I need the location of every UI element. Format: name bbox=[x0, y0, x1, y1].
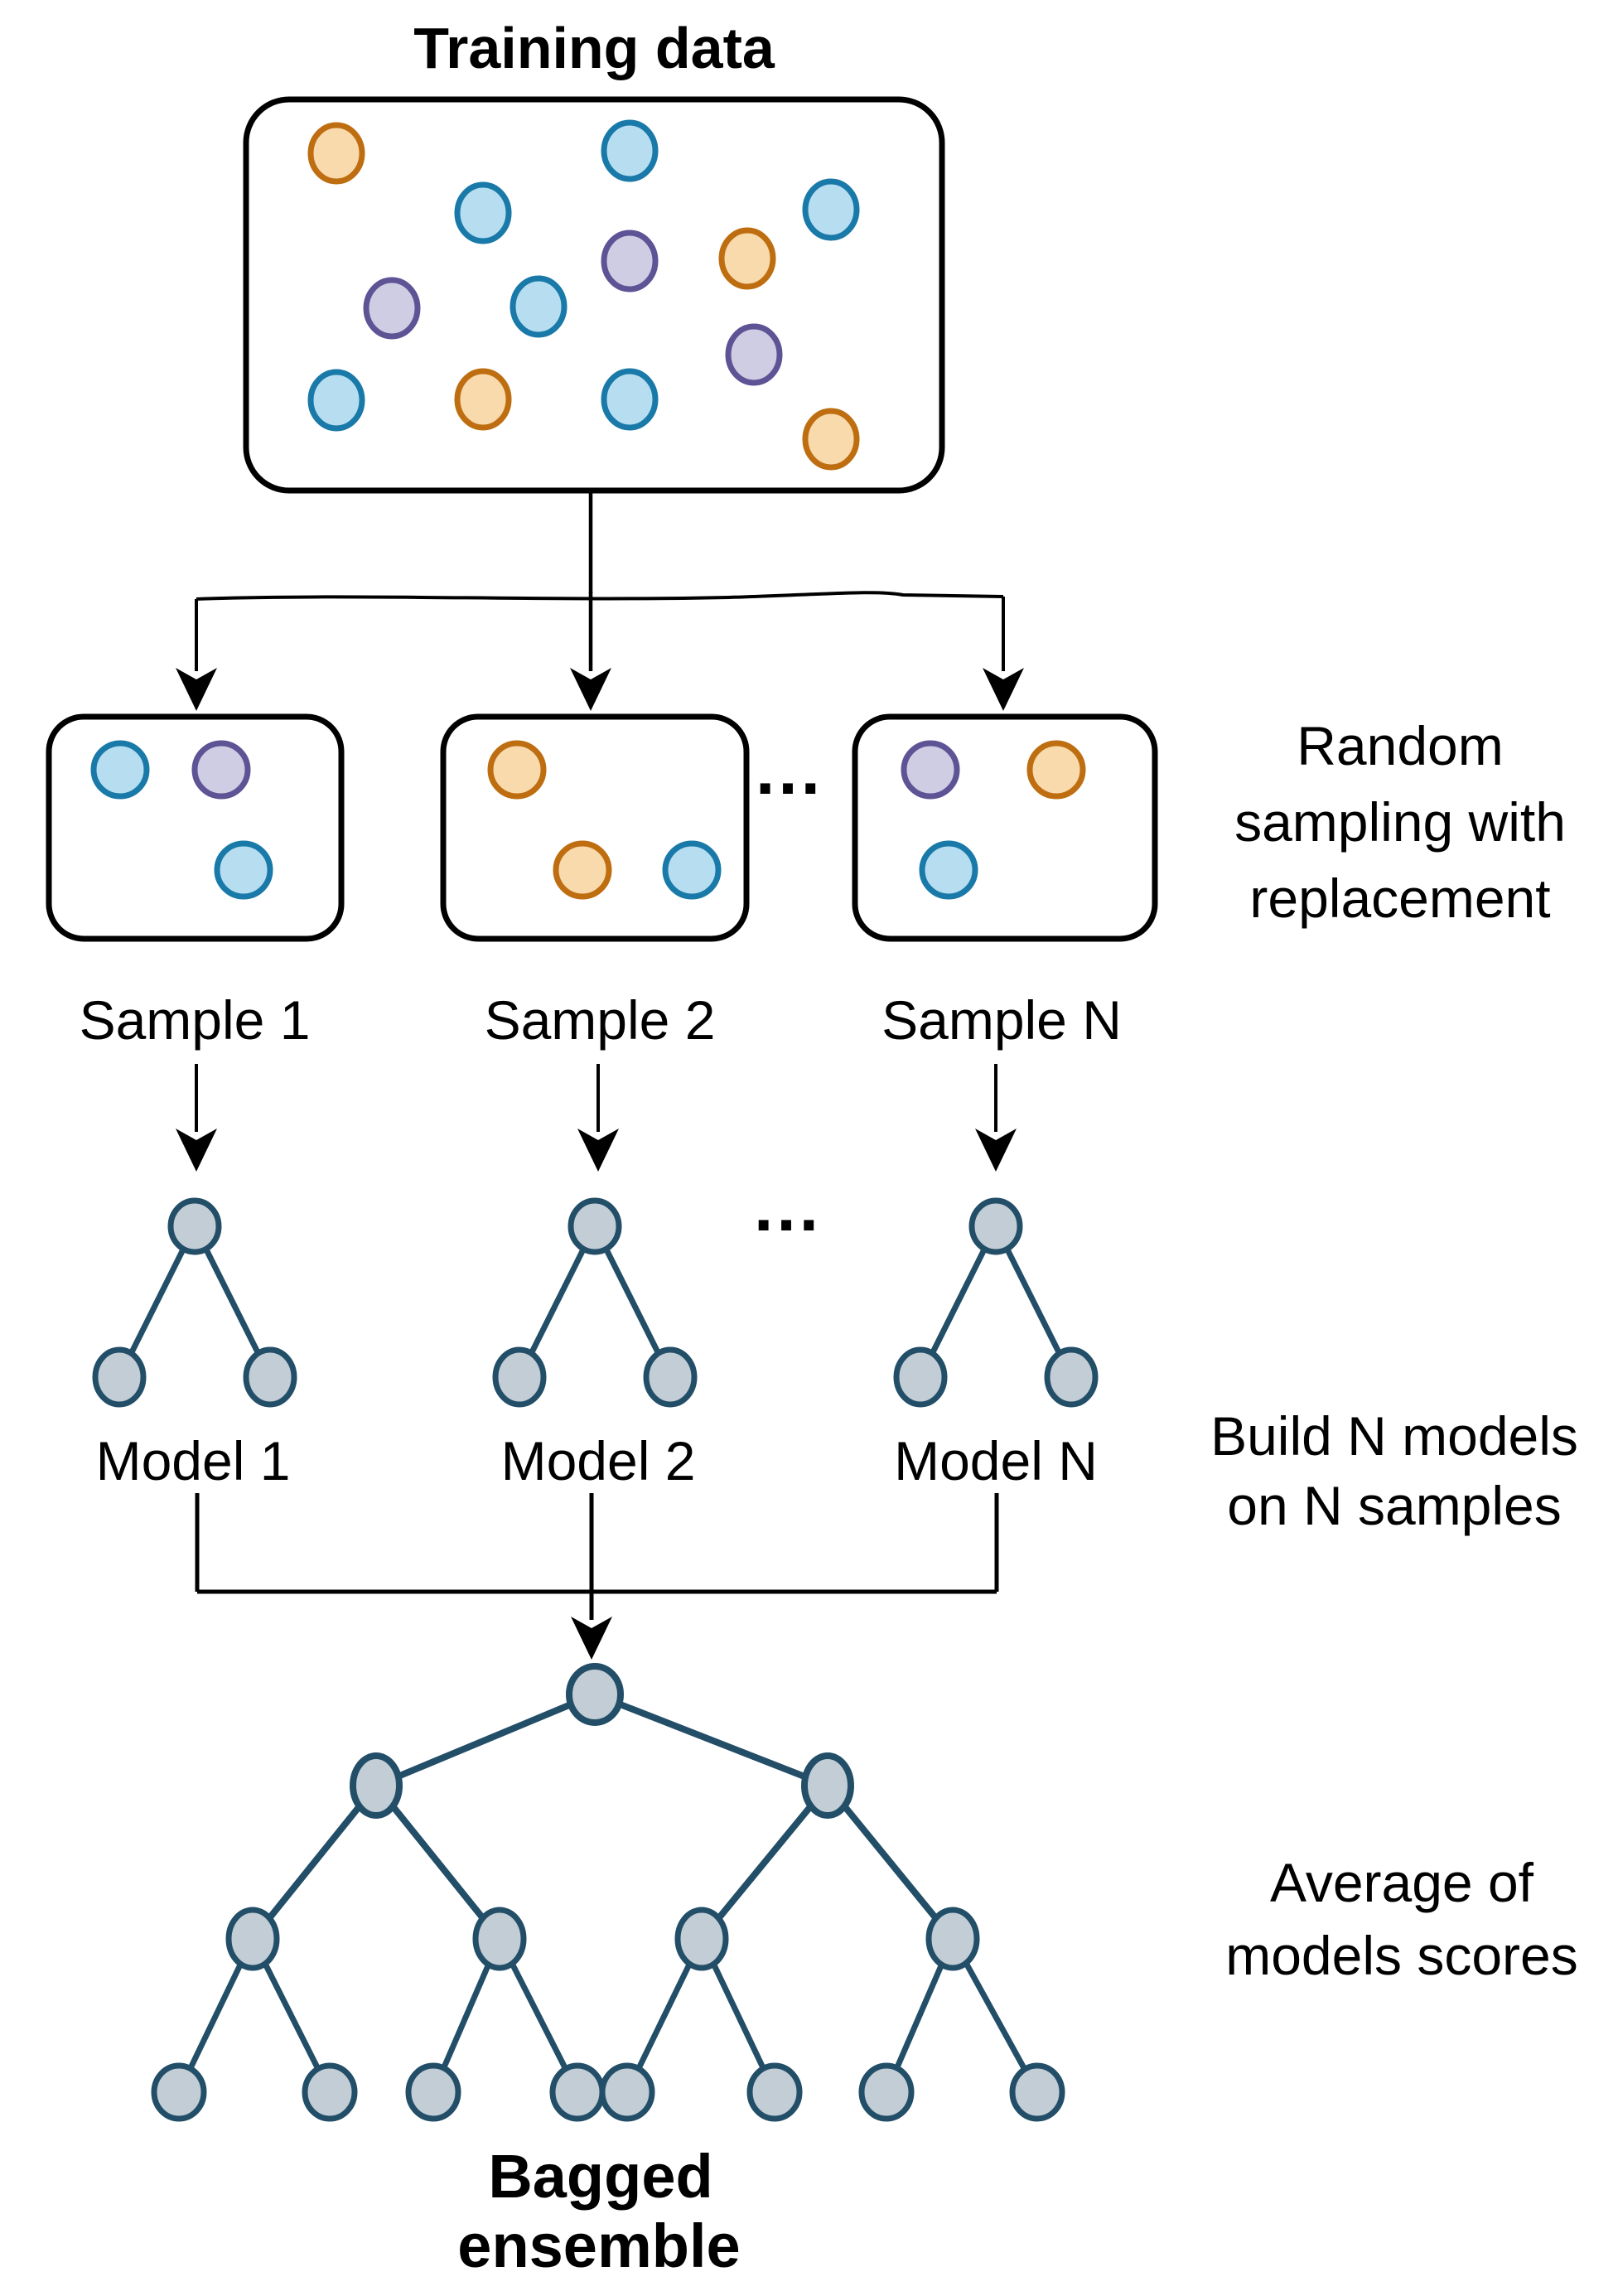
training-data-points bbox=[307, 119, 860, 471]
data-point-orange bbox=[1026, 740, 1086, 800]
sample-2-label: Sample 2 bbox=[485, 989, 716, 1051]
tree-node bbox=[492, 1346, 547, 1408]
data-point-purple bbox=[191, 740, 251, 800]
tree-node bbox=[225, 1907, 280, 1971]
data-point-orange bbox=[802, 408, 860, 471]
caption-average-line1: Average of bbox=[1270, 1852, 1534, 1913]
caption-sampling-line3: replacement bbox=[1249, 868, 1550, 929]
data-point-blue bbox=[919, 840, 978, 900]
data-point-purple bbox=[725, 323, 783, 386]
data-point-orange bbox=[718, 227, 776, 290]
arrowhead-down-icon bbox=[577, 1129, 619, 1172]
caption-random-sampling: Random sampling with replacement bbox=[1234, 715, 1566, 929]
data-point-blue bbox=[802, 178, 860, 241]
tree-node bbox=[599, 2062, 655, 2122]
tree-node bbox=[405, 2062, 461, 2122]
tree-node bbox=[472, 1907, 527, 1971]
caption-average-scores: Average of models scores bbox=[1225, 1852, 1578, 1986]
tree-node bbox=[167, 1197, 222, 1255]
caption-build-models: Build N models on N samples bbox=[1210, 1405, 1578, 1536]
data-point-purple bbox=[363, 277, 421, 340]
split-line bbox=[196, 591, 1004, 601]
tree-edge bbox=[824, 1783, 956, 1941]
training-data-box bbox=[243, 96, 945, 494]
arrowhead-down-icon bbox=[983, 668, 1024, 711]
tree-edge bbox=[373, 1783, 503, 1941]
data-point-blue bbox=[601, 368, 659, 431]
tree-node bbox=[92, 1346, 147, 1408]
sample-2-box bbox=[440, 713, 750, 942]
caption-sampling-line2: sampling with bbox=[1234, 791, 1566, 853]
data-point-orange bbox=[307, 122, 365, 185]
sample-1-box bbox=[46, 713, 345, 942]
bagged-ensemble-label-line2: ensemble bbox=[457, 2211, 740, 2280]
tree-node bbox=[549, 2062, 606, 2122]
model-2-label: Model 2 bbox=[501, 1430, 696, 1491]
tree-node bbox=[243, 1346, 297, 1408]
data-point-orange bbox=[553, 840, 612, 900]
tree-edge bbox=[593, 1691, 829, 1789]
data-point-blue bbox=[454, 181, 512, 244]
data-point-blue bbox=[601, 119, 659, 182]
data-point-orange bbox=[487, 740, 547, 800]
tree-node bbox=[566, 1663, 624, 1726]
tree-edge bbox=[374, 1691, 596, 1789]
data-point-purple bbox=[601, 230, 659, 292]
data-point-blue bbox=[90, 740, 150, 800]
tree-node bbox=[350, 1752, 403, 1819]
tree-node bbox=[1044, 1346, 1099, 1408]
sample-n-label: Sample N bbox=[881, 989, 1122, 1051]
arrowhead-down-icon bbox=[975, 1129, 1017, 1172]
tree-node bbox=[893, 1346, 948, 1408]
sample-1-label: Sample 1 bbox=[80, 989, 311, 1051]
data-point-purple bbox=[901, 740, 960, 800]
tree-node bbox=[674, 1907, 729, 1971]
sample-box-points bbox=[90, 740, 1086, 900]
arrowheads bbox=[176, 668, 1024, 1660]
tree-node bbox=[568, 1197, 622, 1255]
tree-node bbox=[746, 2062, 803, 2122]
tree-node bbox=[801, 1752, 854, 1819]
data-point-orange bbox=[454, 368, 512, 431]
caption-build-line2: on N samples bbox=[1227, 1475, 1562, 1536]
samples-ellipsis: ... bbox=[756, 731, 823, 809]
arrowhead-down-icon bbox=[176, 1129, 217, 1172]
data-point-blue bbox=[510, 275, 568, 338]
tree-node bbox=[968, 1197, 1023, 1255]
arrowhead-down-icon bbox=[570, 668, 611, 711]
caption-sampling-line1: Random bbox=[1297, 715, 1503, 776]
model-1-label: Model 1 bbox=[96, 1430, 291, 1491]
data-point-blue bbox=[214, 840, 273, 900]
tree-node bbox=[151, 2062, 207, 2122]
data-point-blue bbox=[307, 369, 365, 432]
bagged-ensemble-tree bbox=[151, 1663, 1065, 2122]
tree-edge bbox=[249, 1783, 379, 1941]
data-point-blue bbox=[662, 840, 722, 900]
arrowhead-down-icon bbox=[176, 668, 217, 711]
model-trees bbox=[92, 1197, 1099, 1408]
arrowhead-down-icon bbox=[571, 1617, 612, 1660]
training-data-title: Training data bbox=[413, 16, 775, 80]
tree-node bbox=[925, 1907, 980, 1971]
sample-n-box bbox=[852, 713, 1158, 942]
caption-build-line1: Build N models bbox=[1210, 1405, 1578, 1467]
caption-average-line2: models scores bbox=[1225, 1925, 1578, 1986]
tree-edge bbox=[698, 1783, 831, 1941]
models-ellipsis: ... bbox=[754, 1167, 822, 1245]
model-n-label: Model N bbox=[894, 1430, 1098, 1491]
bagged-ensemble-label-line1: Bagged bbox=[488, 2142, 712, 2211]
tree-node bbox=[643, 1346, 698, 1408]
tree-node bbox=[1009, 2062, 1065, 2122]
tree-node bbox=[302, 2062, 358, 2122]
tree-node bbox=[858, 2062, 915, 2122]
